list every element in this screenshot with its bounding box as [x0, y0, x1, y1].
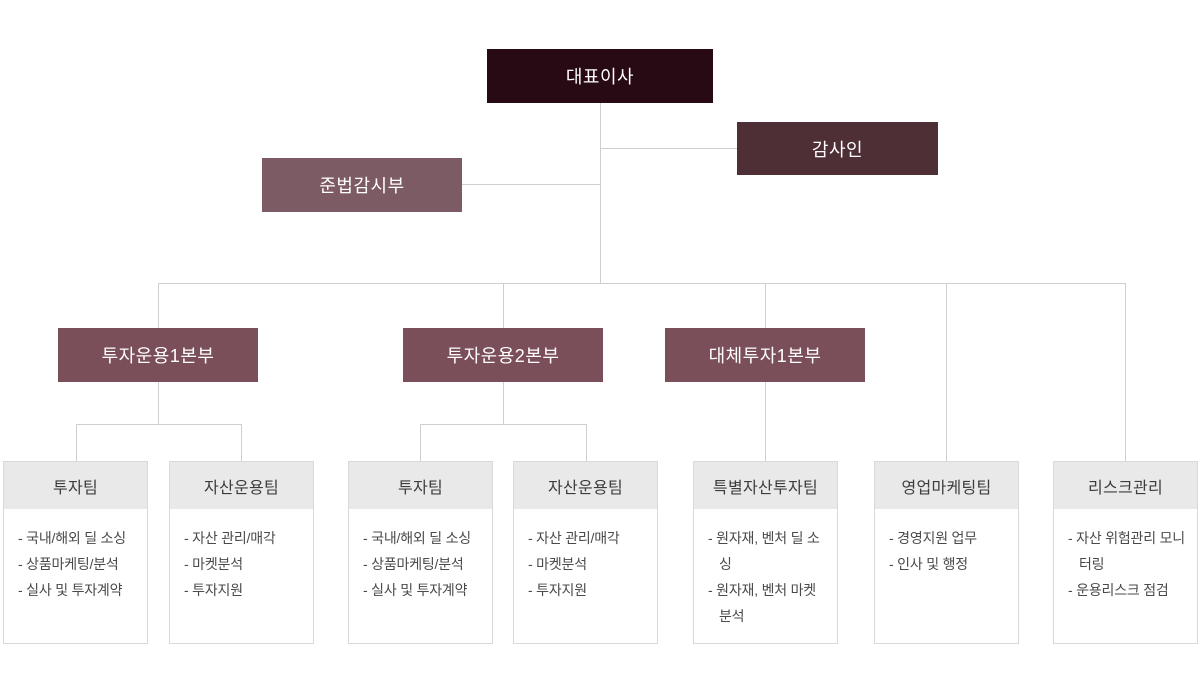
- team-box-investment-2: 투자팀 - 국내/해외 딜 소싱 - 상품마케팅/분석 - 실사 및 투자계약: [348, 461, 493, 644]
- connector-drop-team-2: [241, 424, 242, 461]
- team-duty-list: - 국내/해외 딜 소싱 - 상품마케팅/분석 - 실사 및 투자계약: [4, 509, 147, 603]
- team-box-asset-mgmt-2: 자산운용팀 - 자산 관리/매각 - 마켓분석 - 투자지원: [513, 461, 658, 644]
- team-title: 영업마케팅팀: [875, 462, 1018, 509]
- connector-drop-team-1: [76, 424, 77, 461]
- connector-to-auditor: [600, 148, 737, 149]
- connector-division2-stem: [503, 382, 504, 424]
- connector-drop-division-1: [158, 283, 159, 328]
- team-duty-list: - 자산 위험관리 모니터링 - 운용리스크 점검: [1054, 509, 1197, 603]
- team-duty: - 원자재, 벤처 딜 소싱: [708, 530, 820, 572]
- connector-drop-team-4: [586, 424, 587, 461]
- connector-division1-stem: [158, 382, 159, 424]
- connector-drop-division-2: [503, 283, 504, 328]
- compliance-label: 준법감시부: [319, 176, 405, 196]
- team-duty: - 실사 및 투자계약: [363, 582, 468, 598]
- division-box-investment-2: 투자운용2본부: [403, 328, 603, 382]
- connector-drop-team-3: [420, 424, 421, 461]
- team-duty-list: - 원자재, 벤처 딜 소싱 - 원자재, 벤처 마켓분석: [694, 509, 837, 629]
- team-duty: - 투자지원: [184, 582, 243, 598]
- team-duty: - 투자지원: [528, 582, 587, 598]
- team-duty: - 상품마케팅/분석: [18, 556, 119, 572]
- team-title: 투자팀: [4, 462, 147, 509]
- connector-division3-stem: [765, 382, 766, 461]
- division-label: 투자운용2본부: [446, 346, 560, 366]
- division-label: 대체투자1본부: [708, 346, 822, 366]
- team-duty: - 자산 관리/매각: [184, 530, 276, 546]
- team-title: 투자팀: [349, 462, 492, 509]
- connector-to-compliance: [462, 184, 600, 185]
- team-title: 특별자산투자팀: [694, 462, 837, 509]
- team-box-special-asset: 특별자산투자팀 - 원자재, 벤처 딜 소싱 - 원자재, 벤처 마켓분석: [693, 461, 838, 644]
- team-duty: - 상품마케팅/분석: [363, 556, 464, 572]
- connector-division2-split: [420, 424, 586, 425]
- team-title: 자산운용팀: [170, 462, 313, 509]
- team-box-asset-mgmt-1: 자산운용팀 - 자산 관리/매각 - 마켓분석 - 투자지원: [169, 461, 314, 644]
- connector-division1-split: [76, 424, 241, 425]
- connector-drop-sales-marketing: [946, 283, 947, 461]
- team-box-investment-1: 투자팀 - 국내/해외 딜 소싱 - 상품마케팅/분석 - 실사 및 투자계약: [3, 461, 148, 644]
- ceo-box: 대표이사: [487, 49, 713, 103]
- auditor-box: 감사인: [737, 122, 938, 175]
- team-duty: - 원자재, 벤처 마켓분석: [708, 582, 816, 624]
- compliance-box: 준법감시부: [262, 158, 462, 212]
- team-duty-list: - 자산 관리/매각 - 마켓분석 - 투자지원: [170, 509, 313, 603]
- team-duty-list: - 국내/해외 딜 소싱 - 상품마케팅/분석 - 실사 및 투자계약: [349, 509, 492, 603]
- team-title: 자산운용팀: [514, 462, 657, 509]
- team-duty: - 국내/해외 딜 소싱: [363, 530, 471, 546]
- team-duty: - 마켓분석: [528, 556, 587, 572]
- auditor-label: 감사인: [811, 139, 864, 160]
- connector-drop-division-3: [765, 283, 766, 328]
- connector-ceo-trunk: [600, 103, 601, 283]
- division-box-alternative-1: 대체투자1본부: [665, 328, 865, 382]
- team-duty: - 운용리스크 점검: [1068, 582, 1169, 598]
- team-box-risk-mgmt: 리스크관리 - 자산 위험관리 모니터링 - 운용리스크 점검: [1053, 461, 1198, 644]
- team-duty-list: - 경영지원 업무 - 인사 및 행정: [875, 509, 1018, 577]
- connector-drop-risk: [1125, 283, 1126, 461]
- team-duty: - 국내/해외 딜 소싱: [18, 530, 126, 546]
- team-duty-list: - 자산 관리/매각 - 마켓분석 - 투자지원: [514, 509, 657, 603]
- team-duty: - 자산 위험관리 모니터링: [1068, 530, 1185, 572]
- ceo-label: 대표이사: [565, 67, 635, 87]
- team-title: 리스크관리: [1054, 462, 1197, 509]
- division-label: 투자운용1본부: [101, 346, 215, 366]
- connector-main-branch: [158, 283, 1126, 284]
- team-duty: - 실사 및 투자계약: [18, 582, 123, 598]
- team-duty: - 경영지원 업무: [889, 530, 977, 546]
- team-box-sales-marketing: 영업마케팅팀 - 경영지원 업무 - 인사 및 행정: [874, 461, 1019, 644]
- team-duty: - 자산 관리/매각: [528, 530, 620, 546]
- division-box-investment-1: 투자운용1본부: [58, 328, 258, 382]
- team-duty: - 인사 및 행정: [889, 556, 968, 572]
- team-duty: - 마켓분석: [184, 556, 243, 572]
